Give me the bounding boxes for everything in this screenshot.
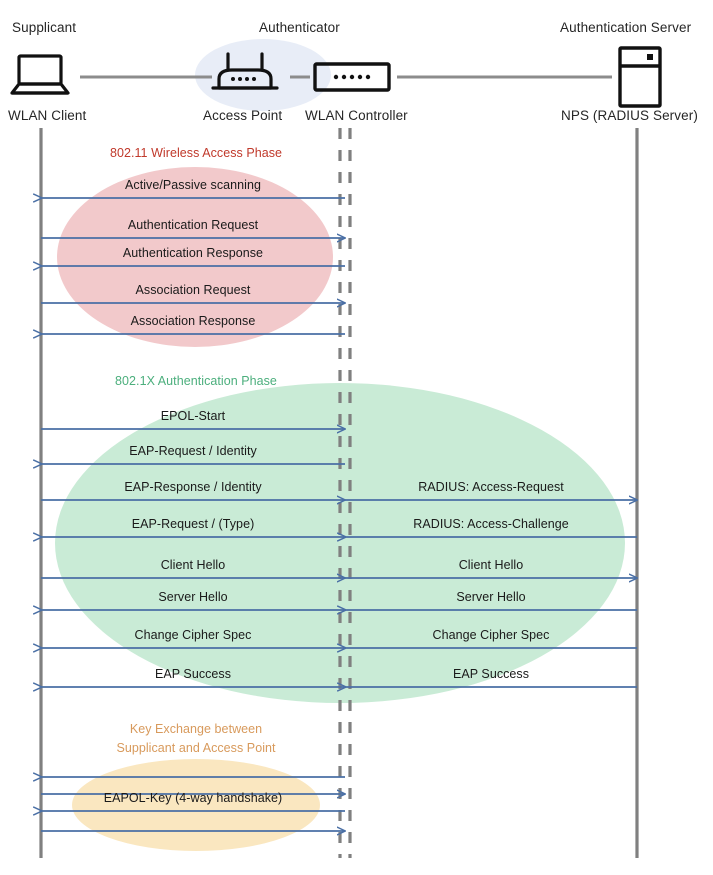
message-label: RADIUS: Access-Request — [418, 480, 564, 494]
wireless-router-leds — [231, 77, 256, 81]
phase-label-80211: 802.11 Wireless Access Phase — [109, 146, 283, 160]
message-label: Authentication Response — [122, 246, 264, 260]
message-label: EPOL-Start — [160, 409, 226, 423]
phase-label-key-exchange: Key Exchange between Supplicant and Acce… — [46, 720, 346, 758]
phase-key-exchange-ellipse — [72, 759, 320, 851]
server-led — [647, 54, 653, 60]
message-label: Active/Passive scanning — [125, 178, 261, 192]
message-label: RADIUS: Access-Challenge — [413, 517, 569, 531]
node-name-access-point: Access Point — [203, 108, 283, 123]
network-switch-leds — [333, 74, 371, 80]
node-name-nps-radius-server: NPS (RADIUS Server) — [561, 108, 698, 123]
node-name-wlan-client: WLAN Client — [8, 108, 87, 123]
message-label: Change Cipher Spec — [134, 628, 252, 642]
phase-label-key-exchange-line2: Supplicant and Access Point — [116, 741, 276, 755]
phase-label-8021x: 802.1X Authentication Phase — [115, 374, 277, 388]
message-label: Association Request — [135, 283, 251, 297]
message-label: Association Response — [130, 314, 256, 328]
laptop-icon — [10, 54, 70, 95]
message-label: EAPOL-Key (4-way handshake) — [103, 791, 283, 805]
node-role-authentication-server: Authentication Server — [560, 20, 692, 35]
wireless-router-icon — [211, 52, 279, 90]
node-role-supplicant: Supplicant — [12, 20, 77, 35]
message-label: Change Cipher Spec — [432, 628, 550, 642]
phase-80211-ellipse — [57, 167, 333, 347]
node-name-wlan-controller: WLAN Controller — [305, 108, 408, 123]
message-label: Client Hello — [458, 558, 524, 572]
network-switch-icon — [313, 62, 391, 92]
message-label: EAP-Request / (Type) — [131, 517, 255, 531]
message-label: EAP-Request / Identity — [129, 444, 257, 458]
node-role-authenticator: Authenticator — [259, 20, 340, 35]
authenticator-group-ellipse — [195, 39, 331, 111]
message-label: EAP-Response / Identity — [124, 480, 262, 494]
message-label: Authentication Request — [127, 218, 259, 232]
phase-label-key-exchange-line1: Key Exchange between — [129, 722, 263, 736]
server-tower-icon — [618, 46, 662, 108]
phase-8021x-ellipse — [55, 383, 625, 703]
message-label: EAP Success — [154, 667, 232, 681]
message-label: Server Hello — [158, 590, 228, 604]
message-arrow-group — [41, 198, 637, 831]
message-label: Client Hello — [160, 558, 226, 572]
message-label: Server Hello — [456, 590, 526, 604]
message-label: EAP Success — [452, 667, 530, 681]
